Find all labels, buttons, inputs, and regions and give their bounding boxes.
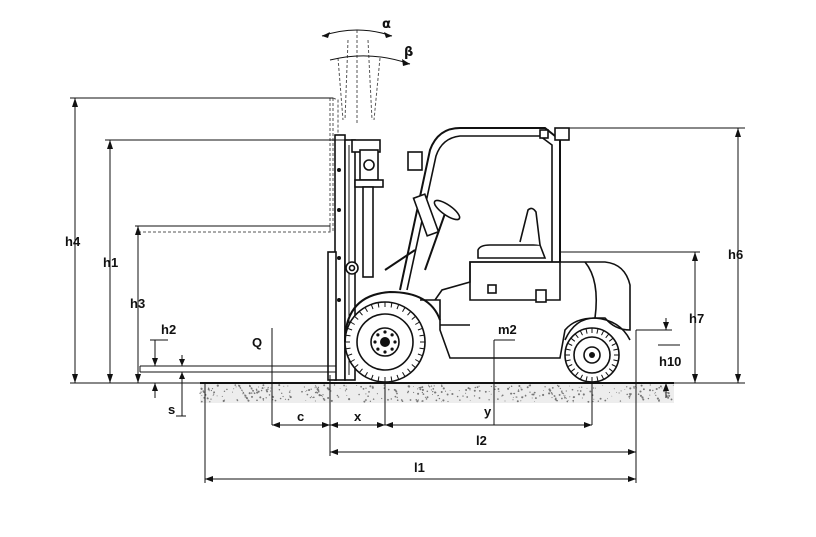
h7-label: h7 bbox=[689, 311, 704, 326]
h3-label: h3 bbox=[130, 296, 145, 311]
l1-label: l1 bbox=[414, 460, 425, 475]
l2-label: l2 bbox=[476, 433, 487, 448]
y-label: y bbox=[484, 404, 492, 419]
h6-label: h6 bbox=[728, 247, 743, 262]
s-label: s bbox=[168, 402, 175, 417]
vertical-dimensions-left: h4 h1 h3 h2 s bbox=[65, 97, 345, 417]
c-label: c bbox=[297, 409, 304, 424]
vertical-dimensions-right: h6 h7 h10 bbox=[560, 127, 745, 398]
load-center-markers: Q m2 bbox=[204, 322, 637, 483]
forklift-body bbox=[139, 97, 631, 383]
h4-label: h4 bbox=[65, 234, 81, 249]
x-label: x bbox=[354, 409, 362, 424]
Q-label: Q bbox=[252, 335, 262, 350]
ground bbox=[199, 382, 674, 403]
h10-label: h10 bbox=[659, 354, 681, 369]
horizontal-dimensions: c x y l2 l1 bbox=[205, 404, 636, 482]
beta-label: β bbox=[404, 45, 413, 60]
m2-label: m2 bbox=[498, 322, 517, 337]
h1-label: h1 bbox=[103, 255, 118, 270]
h2-label: h2 bbox=[161, 322, 176, 337]
alpha-label: α bbox=[382, 17, 391, 32]
tilt-angle-indicator: α β bbox=[321, 17, 413, 125]
